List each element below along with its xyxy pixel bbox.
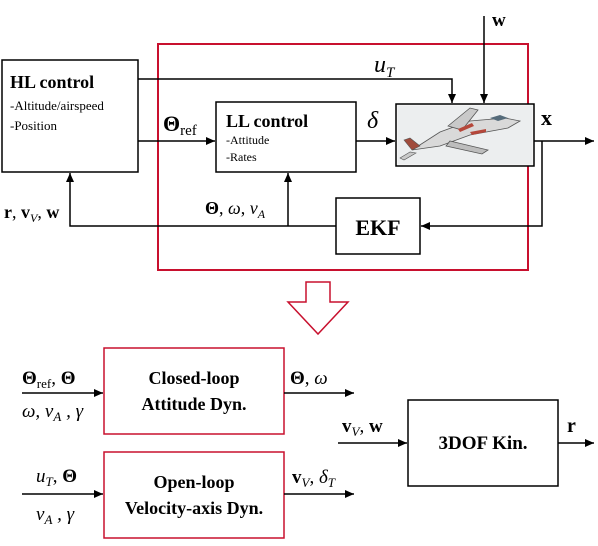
kin-label: 3DOF Kin. xyxy=(438,433,527,454)
label-vel-in-2: vA , γ xyxy=(36,504,75,527)
attitude-dyn-line1: Closed-loop xyxy=(148,368,239,388)
label-ut: uT xyxy=(374,52,396,81)
hl-control-item-2: -Position xyxy=(10,118,57,133)
velocity-dyn-block: Open-loop Velocity-axis Dyn. xyxy=(103,451,285,539)
plant-block xyxy=(395,103,535,167)
label-vel-in-1: uT, Θ xyxy=(36,466,77,489)
ekf-block: EKF xyxy=(335,197,421,255)
label-hl-feedback: r, vV, w xyxy=(4,202,59,225)
label-w: w xyxy=(492,10,506,31)
label-att-in-2: ω, vA , γ xyxy=(22,401,84,424)
hl-control-item-1: -Altitude/airspeed xyxy=(10,98,104,113)
velocity-dyn-line1: Open-loop xyxy=(153,472,234,492)
label-ll-feedback: Θ, ω, vA xyxy=(205,198,266,221)
ll-control-block: LL control -Attitude -Rates xyxy=(215,101,357,173)
ll-control-item-1: -Attitude xyxy=(226,133,269,147)
ll-control-title: LL control xyxy=(226,111,308,131)
kin-block: 3DOF Kin. xyxy=(407,399,559,487)
transition-arrow xyxy=(286,281,350,336)
attitude-dyn-block: Closed-loop Attitude Dyn. xyxy=(103,347,285,435)
arrow-ekf-to-hl xyxy=(66,173,336,227)
label-delta: δ xyxy=(367,108,379,134)
aircraft-image xyxy=(398,106,532,164)
label-x: x xyxy=(541,105,552,130)
hl-control-block: HL control -Altitude/airspeed -Position xyxy=(1,59,139,173)
ekf-label: EKF xyxy=(355,215,400,240)
label-att-in-1: Θref, Θ xyxy=(22,368,76,391)
label-kin-out: r xyxy=(567,415,576,437)
arrow-ut xyxy=(138,78,456,103)
attitude-dyn-line2: Attitude Dyn. xyxy=(141,394,246,414)
label-theta-ref: Θref xyxy=(163,111,197,139)
label-kin-in: vV, w xyxy=(342,416,383,439)
arrow-x-to-ekf xyxy=(421,141,543,230)
ll-control-item-2: -Rates xyxy=(226,150,257,164)
velocity-dyn-line2: Velocity-axis Dyn. xyxy=(125,498,263,518)
label-vel-out: vV, δT xyxy=(292,467,336,490)
label-att-out: Θ, ω xyxy=(290,368,328,389)
hl-control-title: HL control xyxy=(10,72,94,92)
